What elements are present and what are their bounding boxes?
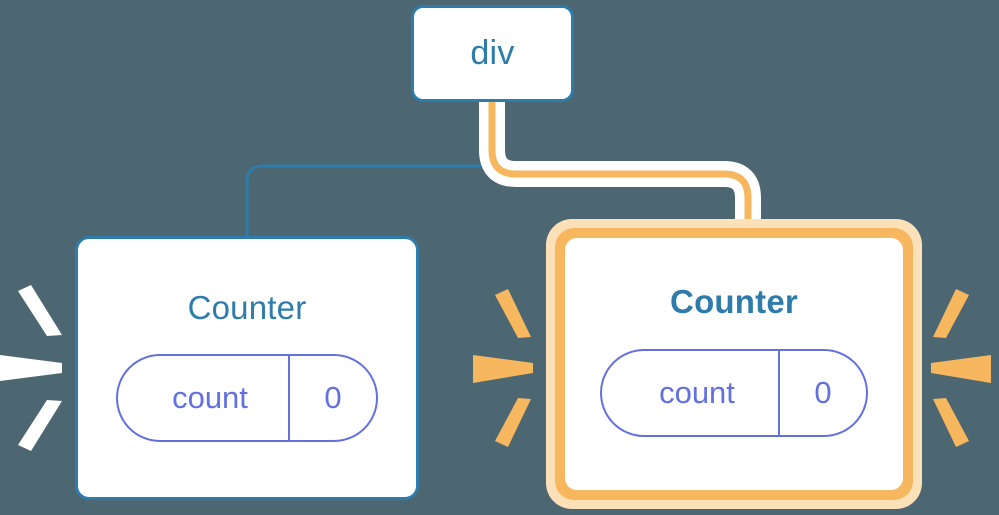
node-counter-right-label: Counter <box>670 283 798 320</box>
sparkle-rays-orange <box>473 289 533 447</box>
state-key: count <box>172 380 248 415</box>
node-counter-left-label: Counter <box>187 289 307 326</box>
sparkle-burst-right-of-counter-left <box>465 283 535 453</box>
edge-root-to-counter-left <box>245 100 494 240</box>
edge-root-to-counter-right <box>488 100 752 238</box>
sparkle-ray-icon <box>933 289 969 338</box>
sparkle-burst-left-of-counter-left <box>0 283 70 453</box>
sparkle-burst-right-of-counter-right <box>929 283 999 453</box>
sparkle-ray-icon <box>18 285 62 336</box>
sparkle-ray-icon <box>933 398 969 447</box>
node-counter-right[interactable]: Counter count 0 <box>565 238 903 490</box>
sparkle-ray-icon <box>495 289 531 338</box>
edge-root-to-counter-right-halo <box>479 100 761 238</box>
state-pill-counter-left: count 0 <box>116 354 378 442</box>
node-counter-right-highlight-ring: Counter count 0 <box>555 228 913 500</box>
state-key: count <box>659 375 735 410</box>
state-pill-counter-right: count 0 <box>600 349 868 437</box>
sparkle-ray-icon <box>473 355 533 383</box>
sparkle-ray-icon <box>0 355 62 381</box>
sparkle-ray-icon <box>18 400 62 451</box>
node-counter-right-highlight-glow: Counter count 0 <box>546 219 922 509</box>
node-counter-left[interactable]: Counter count 0 <box>75 236 419 500</box>
sparkle-ray-icon <box>931 355 991 383</box>
sparkle-rays-white <box>0 285 62 451</box>
state-value: 0 <box>778 351 866 435</box>
state-value: 0 <box>288 356 376 440</box>
sparkle-ray-icon <box>495 398 531 447</box>
sparkle-rays-orange <box>931 289 991 447</box>
node-div-label: div <box>470 34 515 72</box>
node-div[interactable]: div <box>411 5 574 102</box>
